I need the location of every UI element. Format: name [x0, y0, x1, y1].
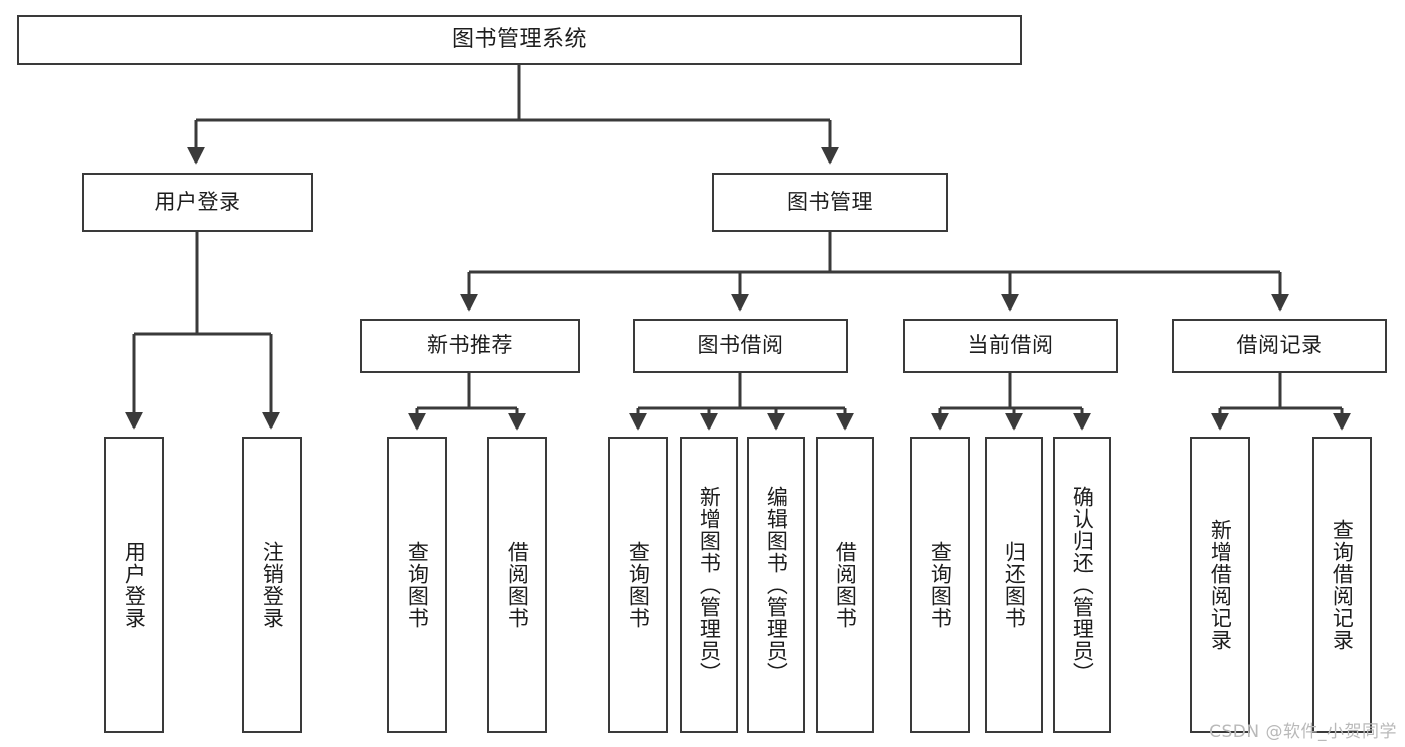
node-leaf-borrow-book-rec[interactable]: 借阅图书 [487, 437, 547, 733]
node-label: 新书推荐 [427, 333, 513, 358]
node-label: 编辑图书（管理员） [764, 486, 789, 684]
node-label: 查询图书 [928, 541, 953, 629]
node-book-borrow[interactable]: 图书借阅 [633, 319, 848, 373]
node-leaf-borrow-book[interactable]: 借阅图书 [816, 437, 874, 733]
node-leaf-edit-book[interactable]: 编辑图书（管理员） [747, 437, 805, 733]
node-label: 归还图书 [1002, 541, 1027, 629]
node-current-borrow[interactable]: 当前借阅 [903, 319, 1118, 373]
node-label: 借阅图书 [505, 541, 530, 629]
node-leaf-return-book[interactable]: 归还图书 [985, 437, 1043, 733]
node-label: 新增借阅记录 [1208, 519, 1233, 651]
node-leaf-confirm-return[interactable]: 确认归还（管理员） [1053, 437, 1111, 733]
node-borrow-record[interactable]: 借阅记录 [1172, 319, 1387, 373]
node-label: 图书管理系统 [451, 26, 587, 52]
node-new-book-rec[interactable]: 新书推荐 [360, 319, 580, 373]
node-label: 注销登录 [260, 541, 285, 629]
watermark-text: CSDN @软件_小贺同学 [1209, 722, 1397, 742]
node-leaf-user-logout[interactable]: 注销登录 [242, 437, 302, 733]
node-label: 用户登录 [154, 189, 241, 214]
node-root[interactable]: 图书管理系统 [17, 15, 1022, 65]
node-label: 当前借阅 [967, 333, 1054, 358]
node-label: 确认归还（管理员） [1070, 486, 1095, 684]
node-label: 借阅图书 [833, 541, 858, 629]
node-label: 查询图书 [626, 541, 651, 629]
node-leaf-query-book-rec[interactable]: 查询图书 [387, 437, 447, 733]
node-leaf-add-book[interactable]: 新增图书（管理员） [680, 437, 738, 733]
node-leaf-query-book-cur[interactable]: 查询图书 [910, 437, 970, 733]
node-leaf-query-book-borrow[interactable]: 查询图书 [608, 437, 668, 733]
node-label: 新增图书（管理员） [697, 486, 722, 684]
node-label: 用户登录 [122, 541, 147, 629]
node-label: 图书管理 [787, 189, 873, 214]
node-leaf-add-record[interactable]: 新增借阅记录 [1190, 437, 1250, 733]
node-book-manage[interactable]: 图书管理 [712, 173, 948, 232]
node-label: 图书借阅 [697, 333, 784, 358]
node-label: 借阅记录 [1236, 333, 1323, 358]
node-leaf-user-login[interactable]: 用户登录 [104, 437, 164, 733]
node-user-login[interactable]: 用户登录 [82, 173, 313, 232]
node-label: 查询图书 [405, 541, 430, 629]
node-leaf-query-record[interactable]: 查询借阅记录 [1312, 437, 1372, 733]
node-label: 查询借阅记录 [1330, 519, 1355, 651]
